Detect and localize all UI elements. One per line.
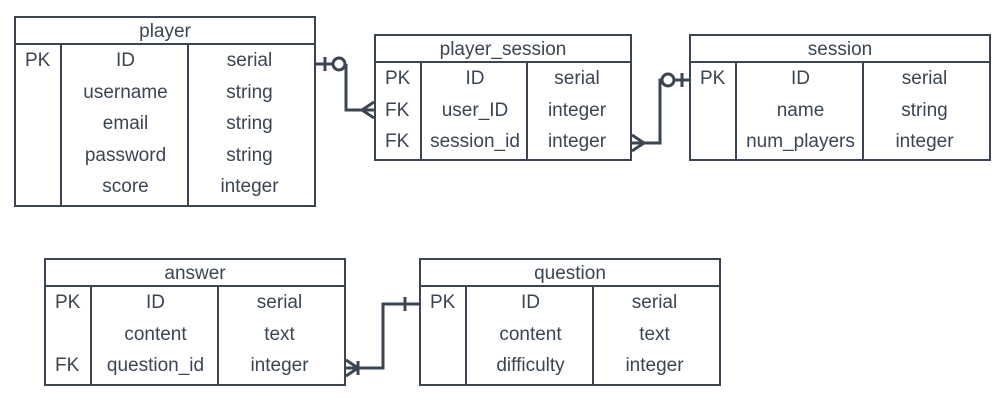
relationship-answer-question [345, 297, 419, 378]
entity-title: player_session [376, 36, 630, 63]
entity-title: answer [46, 260, 344, 287]
field-name: email [102, 113, 149, 134]
field-type: text [639, 323, 670, 345]
relationship-player-player-session [316, 56, 375, 120]
field-name: password [84, 144, 167, 166]
field-type: integer [220, 176, 279, 197]
field-name: score [102, 176, 149, 197]
zero-circle [331, 56, 347, 72]
field-name: content [499, 323, 562, 345]
field-name: difficulty [496, 355, 565, 376]
field-name: ID [521, 292, 540, 313]
field-name: username [83, 81, 168, 103]
many-crowfoot [359, 100, 375, 120]
field-key: PK [385, 68, 411, 89]
field-name: ID [146, 292, 165, 313]
field-type: serial [256, 292, 303, 313]
field-type: serial [631, 292, 678, 313]
field-name: num_players [746, 131, 855, 152]
field-name: ID [116, 50, 135, 71]
field-type: integer [547, 99, 607, 121]
field-name: question_id [106, 355, 205, 376]
field-key: PK [25, 50, 51, 71]
connector-line [346, 302, 419, 370]
field-type: serial [901, 68, 948, 89]
field-name: ID [465, 68, 485, 89]
field-type: integer [250, 355, 309, 376]
field-key: PK [430, 292, 456, 313]
field-type: serial [226, 50, 273, 71]
field-name: session_id [430, 131, 520, 152]
field-name: content [124, 323, 187, 345]
field-type: integer [547, 131, 607, 152]
entity-title: session [691, 36, 989, 63]
entity-title: question [421, 260, 719, 287]
field-type: serial [554, 68, 600, 89]
field-name: name [776, 99, 825, 121]
field-type: string [226, 144, 273, 166]
field-key: PK [55, 292, 81, 313]
field-name: ID [791, 68, 810, 89]
field-type: string [901, 99, 948, 121]
connector-line [632, 78, 689, 145]
field-type: integer [895, 131, 954, 152]
relationship-player-session-session [631, 72, 689, 153]
field-type: string [226, 113, 273, 134]
zero-circle [660, 72, 676, 88]
entity-title: player [16, 18, 314, 45]
field-key: FK [55, 355, 80, 376]
field-type: string [226, 81, 273, 103]
entity-session[interactable]: session PK ID serial name string num_players i… [689, 34, 991, 161]
field-key: FK [385, 99, 410, 121]
field-name: user_ID [441, 99, 509, 121]
field-key: PK [700, 68, 726, 89]
field-type: text [264, 323, 295, 345]
entity-player[interactable]: player PK ID serial username string email stri… [14, 16, 316, 207]
field-type: integer [625, 355, 684, 376]
field-key: FK [385, 131, 410, 152]
entity-question[interactable]: question PK ID serial content text difficulty… [419, 258, 721, 386]
many-crowfoot [631, 133, 647, 153]
